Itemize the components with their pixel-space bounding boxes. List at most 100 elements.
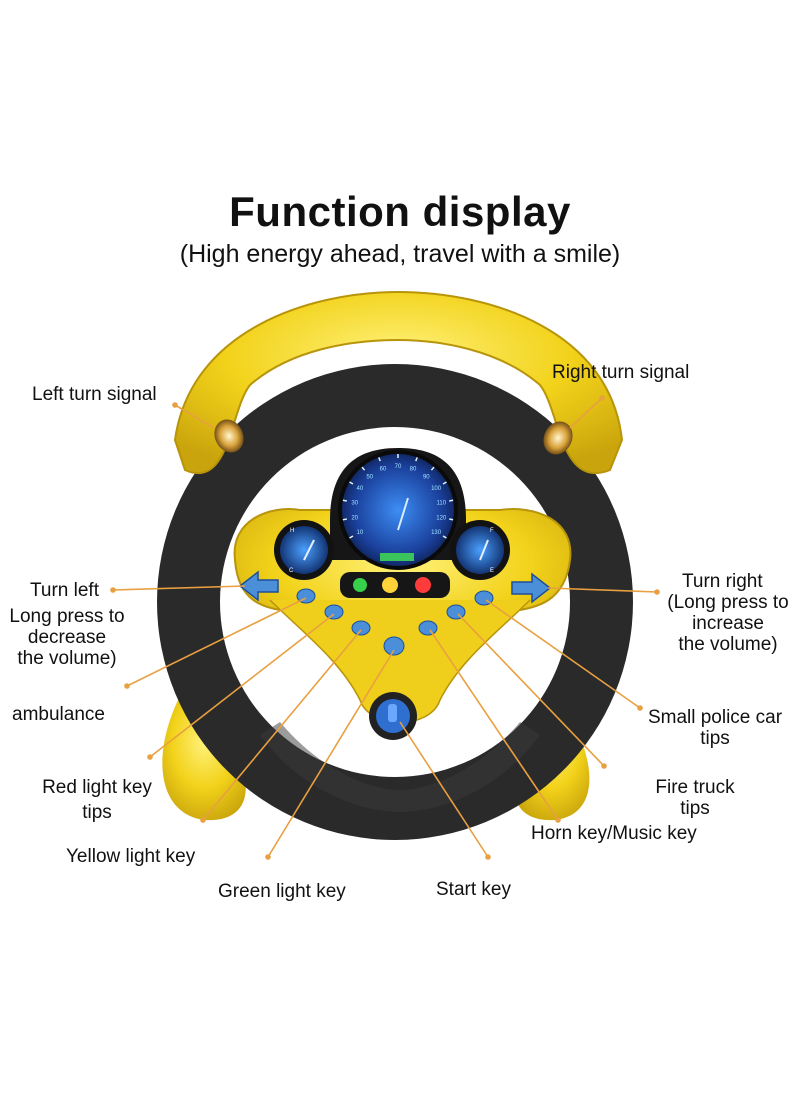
yellow-indicator-light [382, 577, 398, 593]
speedometer-tick-mark [361, 466, 366, 471]
red-light-line: Red light key [42, 777, 152, 798]
leader-red-light-dot [147, 754, 153, 760]
leader-horn [429, 629, 559, 821]
speedometer-tick-label: 110 [437, 500, 447, 506]
fire-truck-line: tips [680, 798, 710, 819]
turn-right-desc-line: the volume) [678, 634, 778, 655]
speedometer-tick-label: 70 [395, 464, 402, 470]
speedometer-tick-mark [449, 499, 454, 502]
police-car-line: Small police car [647, 707, 783, 728]
leader-right-turn-signal-dot [599, 395, 605, 401]
speedometer-tick-mark [449, 518, 454, 521]
speedometer-tick-mark [415, 457, 418, 462]
right-gauge: F E [450, 520, 510, 580]
turn-left-desc-line: decrease [27, 627, 107, 648]
horn-music-key[interactable] [418, 620, 438, 636]
leader-start-dot [485, 854, 491, 860]
speedometer-tick-label: 20 [351, 516, 358, 522]
right-turn-lamp [543, 421, 573, 455]
start-key[interactable] [369, 692, 417, 740]
label-green-light-key: Green light key [218, 881, 346, 902]
gauge-letter-h: H [290, 528, 294, 534]
leader-turn-left [112, 585, 246, 591]
speedometer-tick-label: 50 [366, 474, 373, 480]
leader-lines [110, 395, 660, 860]
fire-truck-key[interactable] [446, 604, 466, 620]
left-turn-lamp [214, 419, 244, 453]
gauge-letter-c: C [289, 568, 294, 574]
speedometer-tick-label: 120 [436, 516, 447, 522]
speedometer-tick-mark [442, 481, 447, 485]
turn-left-desc-line: Long press to [9, 606, 125, 627]
speedometer-tick-label: 60 [380, 467, 387, 473]
speedometer-tick-label: 40 [357, 486, 364, 492]
label-start-key: Start key [436, 879, 511, 900]
label-turn-left: Turn left [30, 580, 99, 601]
turn-right-desc-line: (Long press to [667, 592, 789, 613]
leader-yellow-light [202, 629, 362, 821]
leader-yellow-light-dot [200, 817, 206, 823]
page-title: Function display [229, 188, 571, 235]
label-ambulance: ambulance [12, 704, 105, 725]
speedometer-tick-mark [442, 535, 447, 539]
speedometer-tick-label: 90 [423, 474, 430, 480]
leader-start [399, 721, 489, 858]
label-small-police-car: Small police car tips [636, 707, 794, 749]
label-left-turn-signal: Left turn signal [32, 384, 157, 405]
speedometer-tick-mark [349, 535, 354, 539]
label-horn-music-key: Horn key/Music key [531, 823, 697, 844]
leader-horn-dot [555, 817, 561, 823]
leader-red-light [149, 613, 335, 758]
police-car-line: tips [700, 728, 730, 749]
speedometer-tick-mark [349, 481, 354, 485]
speedometer-tick-label: 80 [410, 467, 417, 473]
page-subtitle: (High energy ahead, travel with a smile) [179, 240, 621, 268]
leader-left-turn-signal-dot [172, 402, 178, 408]
label-fire-truck: Fire truck tips [644, 777, 746, 819]
turn-right-button[interactable] [511, 572, 552, 604]
red-light-line: tips [82, 802, 112, 823]
leader-ambulance [126, 597, 307, 687]
leader-turn-right [547, 587, 658, 593]
label-yellow-light-key: Yellow light key [66, 846, 196, 867]
yellow-light-key[interactable] [351, 620, 371, 636]
turn-right-desc-line: increase [692, 613, 764, 634]
gauge-letter-e: E [490, 568, 494, 574]
speedometer-tick-label: 130 [431, 530, 442, 536]
indicator-lights [340, 572, 450, 598]
turn-left-desc-line: the volume) [17, 648, 117, 669]
red-indicator-light [415, 577, 431, 593]
leader-turn-left-dot [110, 587, 116, 593]
label-red-light-key: Red light key tips [30, 777, 164, 823]
speedometer-tick-mark [430, 466, 435, 471]
leader-green-light-dot [265, 854, 271, 860]
speedometer-display [380, 553, 414, 561]
red-light-key[interactable] [324, 604, 344, 620]
leader-right-turn-signal [569, 397, 603, 429]
speedometer-tick-label: 10 [357, 530, 364, 536]
fire-truck-line: Fire truck [655, 777, 735, 798]
leader-turn-right-dot [654, 589, 660, 595]
green-light-key[interactable] [383, 636, 405, 656]
leader-ambulance-dot [124, 683, 130, 689]
label-right-turn-signal: Right turn signal [552, 362, 690, 383]
leader-police-car-dot [637, 705, 643, 711]
speedometer-tick-label: 30 [351, 500, 358, 506]
gauge-letter-f: F [490, 528, 494, 534]
leader-green-light [267, 649, 395, 858]
left-gauge: H C [274, 520, 334, 580]
speedometer-tick-label: 100 [431, 486, 442, 492]
speedometer-tick-mark [342, 499, 347, 502]
leader-fire-truck-dot [601, 763, 607, 769]
leader-fire-truck [457, 613, 605, 767]
speedometer-tick-mark [378, 457, 381, 462]
label-turn-right: Turn right [682, 571, 763, 592]
turn-left-button[interactable] [238, 570, 279, 602]
label-turn-left-desc: Long press to decrease the volume) [2, 606, 132, 669]
leader-police-car [485, 599, 641, 709]
speedometer-tick-mark [342, 518, 347, 521]
